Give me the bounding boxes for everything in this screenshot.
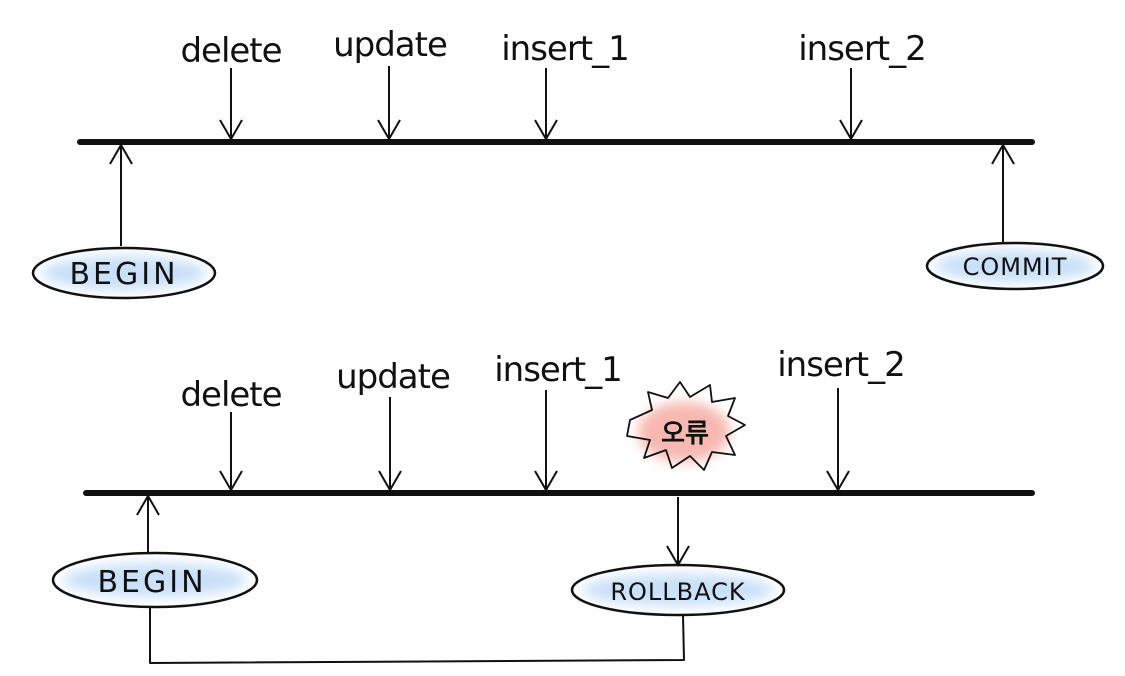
commit-op-delete-arrow <box>219 68 243 141</box>
rollback-begin-pill <box>51 551 259 609</box>
rollback-op-insert-2: insert_2 <box>777 345 906 492</box>
rollback-end-label: ROLLBACK <box>610 578 746 606</box>
rollback-begin-label: BEGIN <box>97 565 206 600</box>
commit-op-update: update <box>333 25 448 141</box>
commit-begin-label: BEGIN <box>69 257 178 292</box>
error-to-rollback-arrow <box>666 497 690 567</box>
rollback-flow: delete update insert_1 insert_2 오류 <box>51 345 1035 664</box>
rollback-op-update: update <box>336 357 451 492</box>
rollback-begin-arrow <box>136 494 160 553</box>
rollback-begin-glow <box>63 563 247 597</box>
commit-end-label: COMMIT <box>963 253 1068 281</box>
commit-begin-glow <box>42 256 206 290</box>
error-label: 오류 <box>661 419 709 449</box>
rollback-end-pill <box>570 563 786 617</box>
rollback-return-connector <box>149 607 685 664</box>
commit-op-update-label: update <box>333 25 447 65</box>
commit-op-update-arrow <box>377 66 401 141</box>
commit-op-insert-2-label: insert_2 <box>798 29 926 69</box>
rollback-op-insert-1-label: insert_1 <box>494 350 622 390</box>
commit-op-insert-2-arrow <box>839 68 863 141</box>
commit-end-glow <box>935 250 1095 282</box>
commit-op-delete: delete <box>180 31 283 141</box>
commit-op-insert-1-label: insert_1 <box>501 29 629 69</box>
rollback-begin-node: BEGIN <box>51 494 259 609</box>
commit-end-node: COMMIT <box>925 143 1105 291</box>
rollback-end-node: ROLLBACK <box>570 563 786 617</box>
rollback-op-update-arrow <box>378 397 402 492</box>
error-burst: 오류 <box>626 381 746 471</box>
rollback-op-update-label: update <box>336 357 450 397</box>
commit-begin-node: BEGIN <box>31 143 217 300</box>
commit-begin-pill <box>31 246 217 300</box>
rollback-op-delete-label: delete <box>180 375 281 415</box>
commit-end-pill <box>925 241 1105 291</box>
error-glow <box>638 402 730 462</box>
commit-op-delete-label: delete <box>180 31 281 71</box>
error-burst-outline <box>626 381 746 471</box>
rollback-end-glow <box>582 574 774 606</box>
commit-op-insert-1: insert_1 <box>501 29 630 141</box>
commit-op-insert-1-arrow <box>534 68 558 141</box>
commit-flow: delete update insert_1 insert_2 BEGIN <box>31 25 1105 300</box>
commit-end-arrow <box>991 143 1015 242</box>
commit-op-insert-2: insert_2 <box>798 29 927 141</box>
rollback-op-insert-1: insert_1 <box>494 350 623 492</box>
rollback-op-insert-2-label: insert_2 <box>777 345 905 385</box>
rollback-op-insert-1-arrow <box>534 390 558 492</box>
rollback-op-delete-arrow <box>219 412 243 492</box>
commit-begin-arrow <box>109 143 133 246</box>
rollback-op-insert-2-arrow <box>826 388 850 492</box>
rollback-op-delete: delete <box>180 375 283 492</box>
